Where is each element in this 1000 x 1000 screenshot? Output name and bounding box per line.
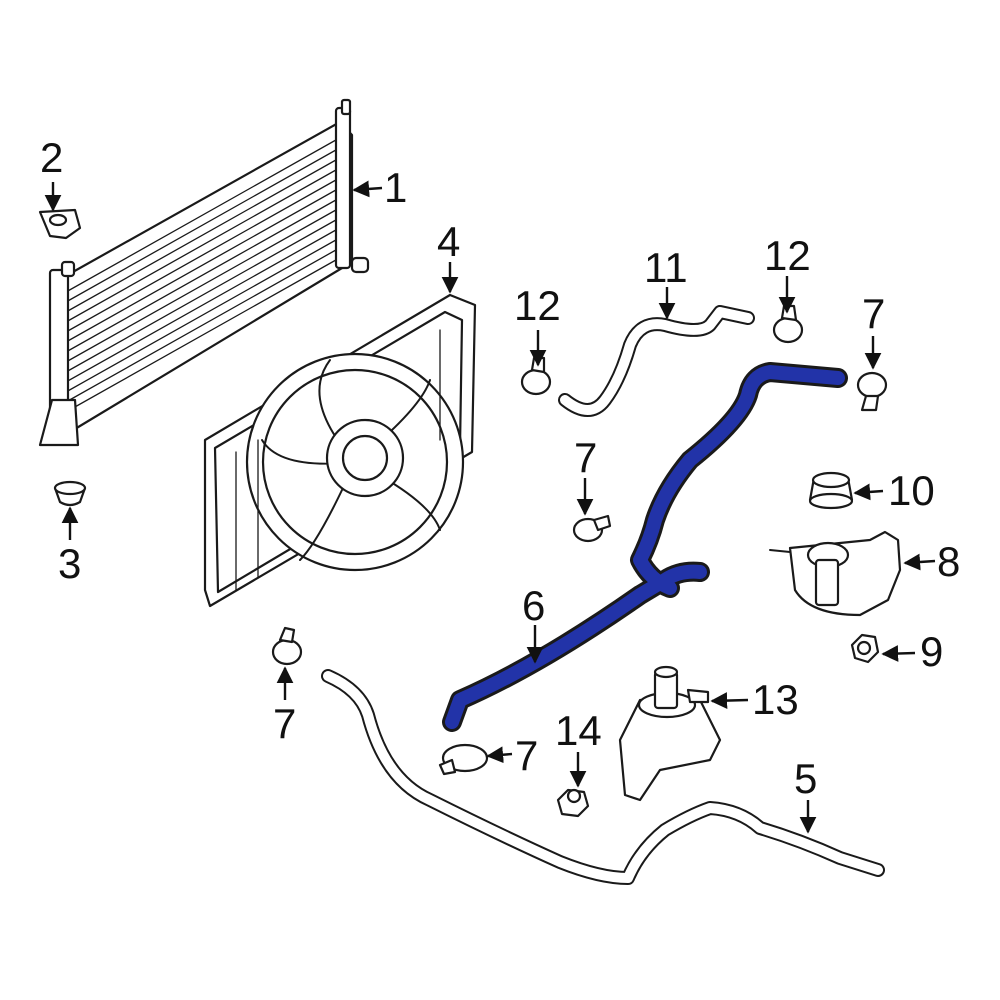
- callout-8: 8: [937, 538, 960, 585]
- callout-12-right: 12: [764, 232, 811, 279]
- callout-6: 6: [522, 582, 545, 629]
- fan-assembly[interactable]: [203, 293, 477, 608]
- hose-11[interactable]: [558, 305, 755, 417]
- hose-5[interactable]: [321, 669, 885, 885]
- callout-7-middle: 7: [574, 434, 597, 481]
- hose-6-highlighted[interactable]: [442, 362, 848, 732]
- radiator[interactable]: [38, 98, 370, 447]
- callout-5: 5: [794, 755, 817, 802]
- clamp-7-lower[interactable]: [438, 743, 489, 776]
- callout-11: 11: [644, 244, 688, 291]
- coolant-pump[interactable]: [618, 665, 722, 802]
- clamp-7-middle[interactable]: [572, 514, 612, 543]
- callout-10: 10: [888, 467, 935, 514]
- callout-3: 3: [58, 540, 81, 587]
- clamp-7-left[interactable]: [271, 626, 303, 666]
- clamp-7-upper-right[interactable]: [856, 371, 888, 412]
- reservoir-cap[interactable]: [808, 471, 854, 510]
- coolant-reservoir[interactable]: [769, 530, 902, 617]
- callout-7-upper-right: 7: [862, 290, 885, 337]
- callout-4: 4: [437, 218, 460, 265]
- callout-13: 13: [752, 676, 799, 723]
- clamp-12-left[interactable]: [520, 356, 552, 396]
- callout-14: 14: [555, 707, 602, 754]
- callout-12-left: 12: [514, 282, 561, 329]
- radiator-core-fins: [65, 135, 344, 413]
- radiator-isolator[interactable]: [53, 480, 87, 507]
- callout-1: 1: [384, 164, 407, 211]
- leader-arrows: [44, 180, 936, 834]
- callout-7-lower: 7: [515, 732, 538, 779]
- nut-14[interactable]: [556, 788, 590, 818]
- nut-9[interactable]: [850, 633, 880, 664]
- radiator-bracket[interactable]: [38, 208, 82, 240]
- callout-9: 9: [920, 628, 943, 675]
- callout-7-left: 7: [273, 700, 296, 747]
- callout-2: 2: [40, 134, 63, 181]
